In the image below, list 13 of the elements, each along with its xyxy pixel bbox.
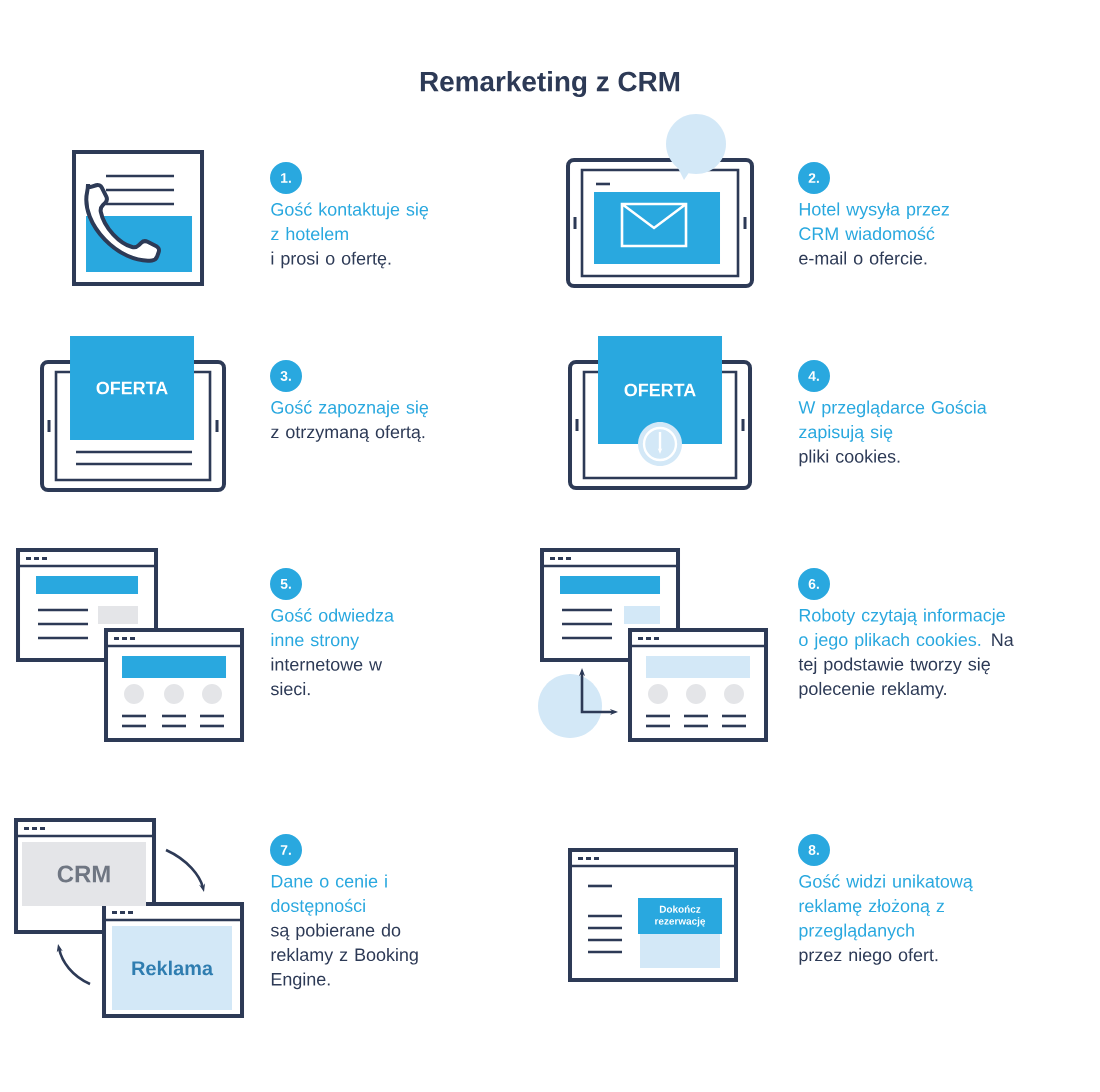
step-description: Roboty czytają informacje o jego plikach cookies. Na tej podstawie tworzy się polecenie reklamy. [798,608,1014,699]
offer-card: OFERTA [70,336,194,440]
step-description: Gość odwiedza inne strony internetowe w sieci. [270,608,394,696]
step-description: Dane o cenie i dostępności są pobierane do reklamy z Booking Engine. [270,874,418,990]
ad-panel: Reklama [112,926,232,1010]
crm-panel: CRM [22,842,146,906]
step-description: Gość kontaktuje się z hotelem i prosi o ofertę. [271,202,429,269]
step-description: Gość widzi unikatową reklamę złożoną z przeglądanych przez niego ofert. [799,874,973,965]
step-description: Hotel wysyła przez CRM wiadomość e-mail o ofercie. [799,202,949,265]
step-description: W przeglądarce Gościa zapisują się pliki cookies. [798,400,987,467]
title: Remarketing z CRM [420,70,680,98]
offer-card: OFERTA [598,336,722,444]
step-description: Gość zapoznaje się z otrzymaną ofertą. [271,400,429,442]
